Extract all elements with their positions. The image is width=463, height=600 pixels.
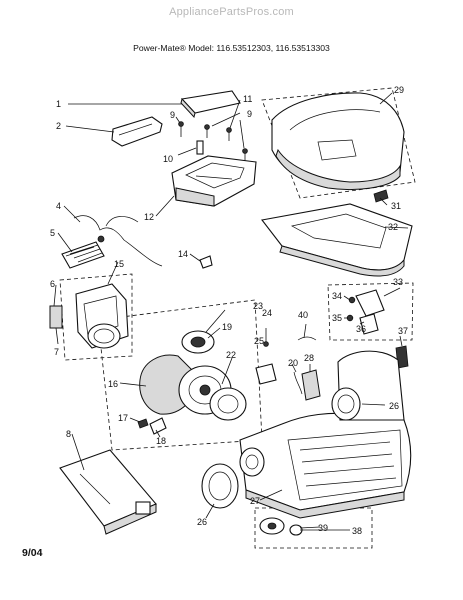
part-dust-bag <box>59 449 157 535</box>
callout-label: 31 <box>391 201 401 211</box>
callout-label: 27 <box>250 496 260 506</box>
callout-label: 25 <box>254 336 264 346</box>
callout-label: 9 <box>170 110 175 120</box>
group-filter-box <box>59 273 133 361</box>
callout-label: 22 <box>226 350 236 360</box>
part-cover-top-edge <box>180 97 196 119</box>
part-handle-cap <box>111 116 163 147</box>
part-small-parts <box>255 328 321 401</box>
part-wheel <box>201 463 239 509</box>
part-motor <box>139 354 247 421</box>
callout-label: 24 <box>262 308 272 318</box>
date-footer: 9/04 <box>22 547 43 559</box>
part-handle-housing <box>171 155 257 207</box>
part-base-housing <box>239 350 412 519</box>
callout-label: 9 <box>247 109 252 119</box>
callout-label: 37 <box>398 326 408 336</box>
leader-lines <box>53 92 409 531</box>
callout-label: 29 <box>394 85 404 95</box>
part-screws-top <box>178 121 248 162</box>
callout-label: 10 <box>163 154 173 164</box>
callout-label: 33 <box>393 277 403 287</box>
model-title: Power-Mate® Model: 116.53512303, 116.535… <box>133 43 330 53</box>
callout-label: 39 <box>318 523 328 533</box>
callout-label: 5 <box>50 228 55 238</box>
part-hood <box>271 92 405 203</box>
part-power-cord <box>73 215 163 267</box>
part-caster <box>259 517 303 536</box>
watermark-text: AppliancePartsPros.com <box>169 6 294 18</box>
callout-label: 2 <box>56 121 61 131</box>
callout-label: 12 <box>144 212 154 222</box>
callout-label: 11 <box>243 94 252 104</box>
part-motor-seal <box>181 330 215 354</box>
part-exhaust-filter <box>61 241 105 269</box>
callout-label: 19 <box>222 322 232 332</box>
group-motor-box <box>97 299 263 451</box>
callout-label: 18 <box>156 436 166 446</box>
callout-label: 26 <box>197 517 207 527</box>
callout-label: 28 <box>304 353 314 363</box>
callout-labels: 1 2 4 5 6 7 8 9 9 10 11 12 14 15 16 17 1… <box>50 85 408 536</box>
callout-label: 32 <box>388 222 398 232</box>
callout-label: 23 <box>253 301 263 311</box>
part-lid <box>261 203 413 277</box>
callout-label: 20 <box>288 358 298 368</box>
callout-label: 14 <box>178 249 188 259</box>
callout-label: 40 <box>298 310 308 320</box>
part-knob <box>199 255 213 269</box>
callout-label: 36 <box>356 324 366 334</box>
callout-label: 38 <box>352 526 362 536</box>
callout-label: 4 <box>56 201 61 211</box>
part-motor-hardware <box>137 417 167 435</box>
callout-label: 1 <box>56 99 61 109</box>
callout-label: 7 <box>54 347 59 357</box>
part-latch <box>346 289 385 335</box>
group-latch-box <box>327 282 414 341</box>
callout-label: 34 <box>332 291 342 301</box>
callout-label: 6 <box>50 279 55 289</box>
part-filter-housing <box>49 283 129 349</box>
callout-label: 15 <box>114 259 124 269</box>
callout-label: 35 <box>332 313 342 323</box>
callout-label: 26 <box>389 401 399 411</box>
callout-label: 16 <box>108 379 118 389</box>
callout-label: 17 <box>118 413 128 423</box>
callout-label: 8 <box>66 429 71 439</box>
